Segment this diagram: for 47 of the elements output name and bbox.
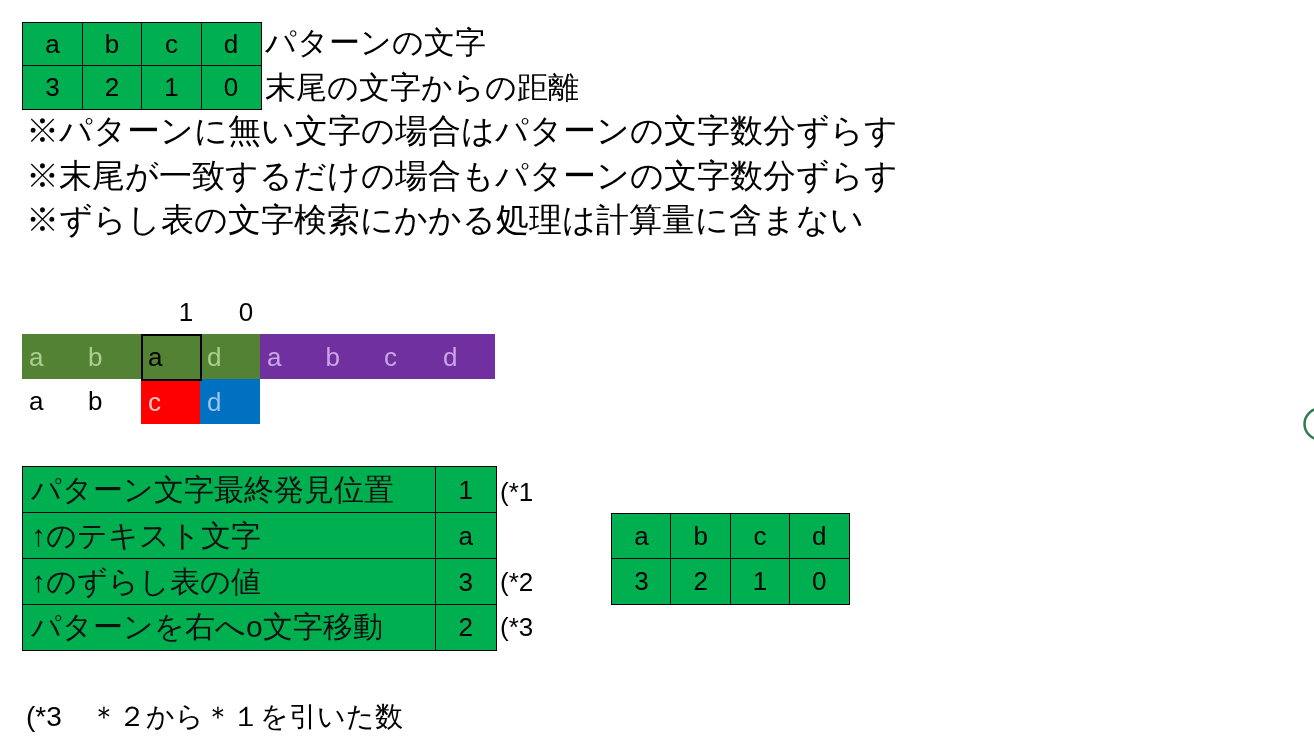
table-cell: d — [788, 513, 850, 560]
text-cell: b — [81, 334, 141, 379]
pattern-letter: b — [88, 386, 103, 418]
text-cell: d — [200, 334, 260, 379]
table-cell: d — [200, 22, 262, 67]
table-cell: 3 — [611, 558, 672, 605]
index-number: 0 — [238, 297, 254, 329]
table-cell: 2 — [670, 558, 731, 605]
table-cell: 1 — [435, 466, 497, 514]
text-cell: d — [436, 334, 495, 379]
table-cell: ↑のテキスト文字 — [22, 512, 437, 560]
footnote-mark: (*1 — [500, 477, 534, 509]
text-cell: c — [377, 334, 436, 379]
table-cell: 2 — [435, 604, 497, 651]
table-cell: 1 — [729, 558, 791, 605]
pattern-cell: c — [141, 379, 200, 424]
table-cell: 3 — [435, 558, 497, 606]
footnote-mark: (*2 — [500, 567, 534, 599]
table-cell: 1 — [141, 65, 202, 110]
outlined-text-cell: a — [141, 334, 202, 381]
note-text: ※パターンに無い文字の場合はパターンの文字数分ずらす — [26, 111, 898, 151]
table-cell: a — [611, 513, 672, 560]
row-label: パターンの文字 — [265, 24, 486, 62]
text-cell: a — [22, 334, 81, 379]
text-cell: b — [318, 334, 377, 379]
table-cell: b — [670, 513, 731, 560]
table-cell: パターン文字最終発見位置 — [22, 466, 437, 514]
pattern-cell: d — [200, 379, 260, 424]
table-cell: 2 — [81, 65, 143, 110]
table-cell: a — [22, 22, 83, 67]
note-text: (*3 ＊２から＊１を引いた数 — [26, 700, 403, 734]
table-cell: b — [81, 22, 143, 67]
table-cell: c — [729, 513, 791, 560]
row-label: 末尾の文字からの距離 — [265, 69, 579, 107]
index-number: 1 — [178, 297, 194, 329]
text-cell: a — [260, 334, 319, 379]
table-cell: 3 — [22, 65, 83, 110]
note-text: ※末尾が一致するだけの場合もパターンの文字数分ずらす — [26, 156, 898, 196]
footnote-mark: (*3 — [500, 612, 534, 644]
pattern-letter: a — [29, 386, 44, 418]
table-cell: パターンを右へo文字移動 — [22, 604, 437, 651]
table-cell: ↑のずらし表の値 — [22, 558, 437, 606]
note-text: ※ずらし表の文字検索にかかる処理は計算量に含まない — [26, 200, 864, 240]
table-cell: a — [435, 512, 497, 560]
table-cell: 0 — [788, 558, 850, 605]
table-cell: c — [141, 22, 202, 67]
table-cell: 0 — [200, 65, 262, 110]
